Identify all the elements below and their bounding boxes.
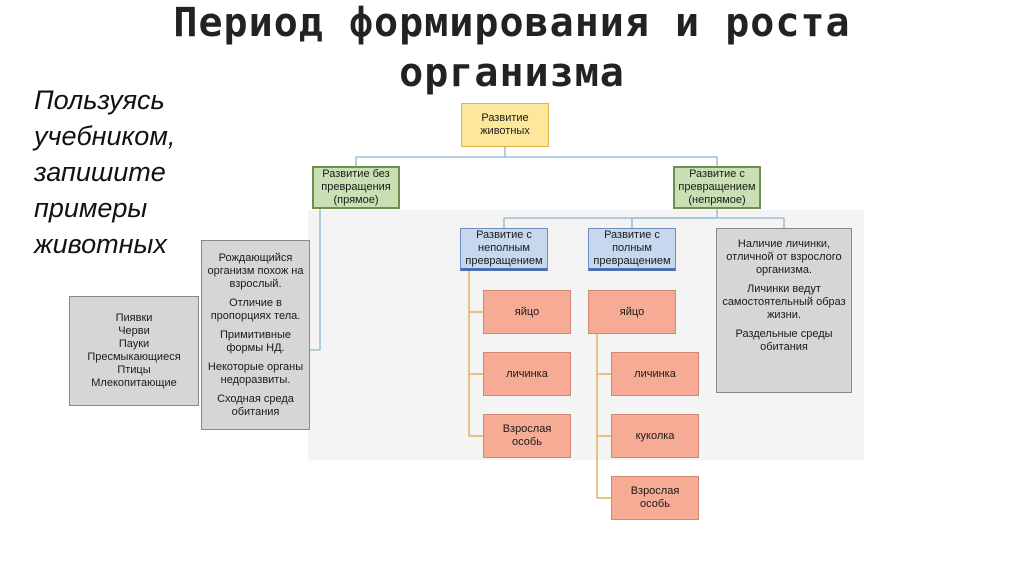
direct-feature-item: Примитивные формы НД. <box>219 328 291 354</box>
stage-label: Взрослая особь <box>502 423 552 448</box>
stage-label: личинка <box>506 367 548 380</box>
indirect-feature-item: Наличие личинки, отличной от взрослого о… <box>726 238 842 276</box>
animal-examples-box: Пиявки Черви Пауки Пресмыкающиеся Птицы … <box>69 296 199 406</box>
animal-item: Млекопитающие <box>91 377 177 389</box>
stage-larva-incomplete: личинка <box>483 352 571 396</box>
animal-item: Пиявки <box>115 312 153 324</box>
indirect-feature-item: Личинки ведут самостоятельный образ жизн… <box>722 283 846 321</box>
direct-feature-item: Некоторые органы недоразвиты. <box>207 360 304 386</box>
incomplete-metamorphosis-label: Развитие с неполным превращением <box>465 229 543 267</box>
complete-metamorphosis-node: Развитие с полным превращением <box>588 228 676 271</box>
instruction-text: Пользуясь учебником, запишите примеры жи… <box>34 85 176 259</box>
indirect-features-box: Наличие личинки, отличной от взрослого о… <box>716 228 852 393</box>
root-node: Развитие животных <box>461 103 549 147</box>
stage-label: личинка <box>634 367 676 380</box>
stage-label: яйцо <box>514 305 540 318</box>
stage-adult-complete: Взрослая особь <box>611 476 699 520</box>
direct-feature-item: Рождающийся организм похож на взрослый. <box>207 251 304 290</box>
root-node-label: Развитие животных <box>480 112 530 137</box>
direct-feature-item: Сходная среда обитания <box>217 392 294 418</box>
direct-development-label: Развитие без превращения (прямое) <box>321 168 391 206</box>
indirect-development-label: Развитие с превращением (непрямое) <box>678 168 756 206</box>
stage-egg-complete: яйцо <box>588 290 676 334</box>
stage-pupa-complete: куколка <box>611 414 699 458</box>
indirect-feature-item: Раздельные среды обитания <box>735 328 833 353</box>
animal-item: Черви <box>118 325 150 337</box>
complete-metamorphosis-label: Развитие с полным превращением <box>593 229 671 267</box>
stage-larva-complete: личинка <box>611 352 699 396</box>
direct-feature-item: Отличие в пропорциях тела. <box>210 296 301 322</box>
stage-label: Взрослая особь <box>630 485 680 510</box>
indirect-development-node: Развитие с превращением (непрямое) <box>673 166 761 209</box>
stage-adult-incomplete: Взрослая особь <box>483 414 571 458</box>
animal-item: Пауки <box>118 338 150 350</box>
stage-label: яйцо <box>619 305 645 318</box>
stage-egg-incomplete: яйцо <box>483 290 571 334</box>
direct-development-node: Развитие без превращения (прямое) <box>312 166 400 209</box>
stage-label: куколка <box>635 429 675 442</box>
title-line-2: организма <box>399 50 625 96</box>
animal-item: Птицы <box>117 364 151 376</box>
animal-item: Пресмыкающиеся <box>87 351 181 363</box>
incomplete-metamorphosis-node: Развитие с неполным превращением <box>460 228 548 271</box>
title-line-1: Период формирования и роста <box>173 0 851 46</box>
direct-features-box: Рождающийся организм похож на взрослый. … <box>201 240 310 430</box>
